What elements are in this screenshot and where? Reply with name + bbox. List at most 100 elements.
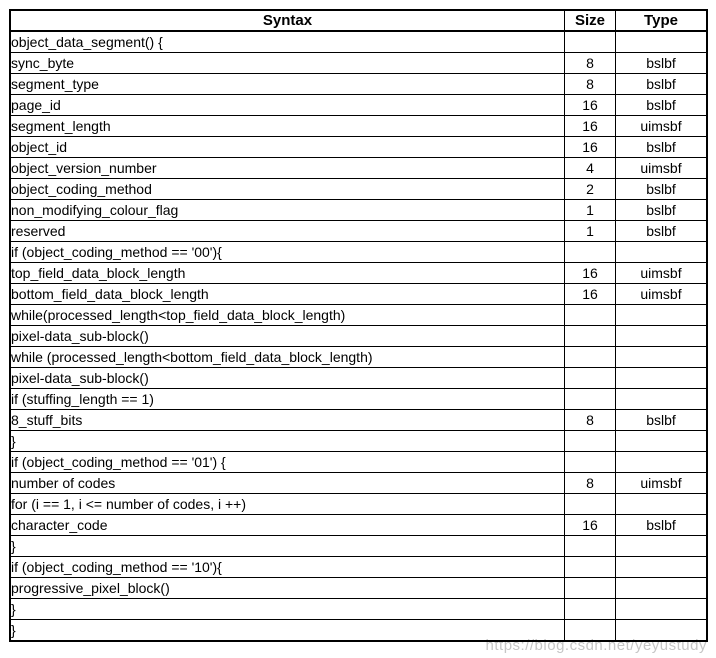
table-row: } — [9, 598, 708, 620]
table-row: pixel-data_sub-block() — [9, 325, 708, 347]
type-cell — [615, 388, 708, 410]
syntax-cell: object_id — [9, 136, 565, 158]
type-cell — [615, 493, 708, 515]
size-cell — [564, 304, 616, 326]
header-row: Syntax Size Type — [9, 9, 708, 32]
syntax-cell: 8_stuff_bits — [9, 409, 565, 431]
table-row: while(processed_length<top_field_data_bl… — [9, 304, 708, 326]
size-cell: 8 — [564, 73, 616, 95]
size-cell — [564, 241, 616, 263]
table-row: object_data_segment() { — [9, 30, 708, 53]
type-cell — [615, 346, 708, 368]
type-cell: bslbf — [615, 52, 708, 74]
syntax-cell: sync_byte — [9, 52, 565, 74]
size-cell: 16 — [564, 94, 616, 116]
type-cell: bslbf — [615, 409, 708, 431]
type-cell — [615, 451, 708, 473]
type-cell: uimsbf — [615, 262, 708, 284]
type-cell — [615, 535, 708, 557]
type-cell — [615, 30, 708, 53]
size-cell — [564, 430, 616, 452]
type-cell: uimsbf — [615, 472, 708, 494]
syntax-cell: } — [9, 535, 565, 557]
header-type: Type — [615, 9, 708, 32]
size-cell — [564, 493, 616, 515]
type-cell: bslbf — [615, 73, 708, 95]
syntax-cell: if (object_coding_method == '01') { — [9, 451, 565, 473]
size-cell — [564, 535, 616, 557]
type-cell: bslbf — [615, 178, 708, 200]
syntax-cell: object_version_number — [9, 157, 565, 179]
syntax-cell: while(processed_length<top_field_data_bl… — [9, 304, 565, 326]
size-cell: 4 — [564, 157, 616, 179]
type-cell — [615, 619, 708, 642]
syntax-cell: reserved — [9, 220, 565, 242]
syntax-cell: non_modifying_colour_flag — [9, 199, 565, 221]
syntax-cell: top_field_data_block_length — [9, 262, 565, 284]
syntax-cell: segment_length — [9, 115, 565, 137]
type-cell: bslbf — [615, 199, 708, 221]
syntax-cell: if (object_coding_method == '00'){ — [9, 241, 565, 263]
type-cell — [615, 241, 708, 263]
size-cell — [564, 577, 616, 599]
syntax-cell: for (i == 1, i <= number of codes, i ++) — [9, 493, 565, 515]
type-cell — [615, 577, 708, 599]
size-cell — [564, 619, 616, 642]
size-cell — [564, 451, 616, 473]
table-header: Syntax Size Type — [9, 9, 708, 32]
type-cell: bslbf — [615, 220, 708, 242]
size-cell: 2 — [564, 178, 616, 200]
syntax-cell: } — [9, 430, 565, 452]
size-cell — [564, 346, 616, 368]
table-row: if (object_coding_method == '00'){ — [9, 241, 708, 263]
size-cell: 16 — [564, 283, 616, 305]
syntax-cell: pixel-data_sub-block() — [9, 325, 565, 347]
table-row: progressive_pixel_block() — [9, 577, 708, 599]
type-cell — [615, 556, 708, 578]
size-cell: 16 — [564, 115, 616, 137]
type-cell — [615, 304, 708, 326]
syntax-cell: object_coding_method — [9, 178, 565, 200]
size-cell: 1 — [564, 199, 616, 221]
size-cell — [564, 598, 616, 620]
syntax-table: Syntax Size Type object_data_segment() {… — [9, 9, 708, 642]
size-cell — [564, 325, 616, 347]
syntax-cell: if (stuffing_length == 1) — [9, 388, 565, 410]
table-row: if (object_coding_method == '10'){ — [9, 556, 708, 578]
type-cell: uimsbf — [615, 157, 708, 179]
size-cell — [564, 388, 616, 410]
size-cell: 8 — [564, 52, 616, 74]
table-row: if (stuffing_length == 1) — [9, 388, 708, 410]
syntax-cell: progressive_pixel_block() — [9, 577, 565, 599]
size-cell: 8 — [564, 472, 616, 494]
type-cell: bslbf — [615, 514, 708, 536]
syntax-cell: pixel-data_sub-block() — [9, 367, 565, 389]
size-cell — [564, 367, 616, 389]
syntax-cell: } — [9, 598, 565, 620]
document-page: https://blog.csdn.net/yeyustudy Syntax S… — [0, 9, 716, 658]
syntax-cell: number of codes — [9, 472, 565, 494]
size-cell: 16 — [564, 136, 616, 158]
table-row: if (object_coding_method == '01') { — [9, 451, 708, 473]
type-cell — [615, 430, 708, 452]
size-cell: 16 — [564, 514, 616, 536]
header-syntax: Syntax — [9, 9, 565, 32]
table-row: } — [9, 430, 708, 452]
syntax-cell: if (object_coding_method == '10'){ — [9, 556, 565, 578]
syntax-cell: object_data_segment() { — [9, 30, 565, 53]
type-cell: uimsbf — [615, 115, 708, 137]
